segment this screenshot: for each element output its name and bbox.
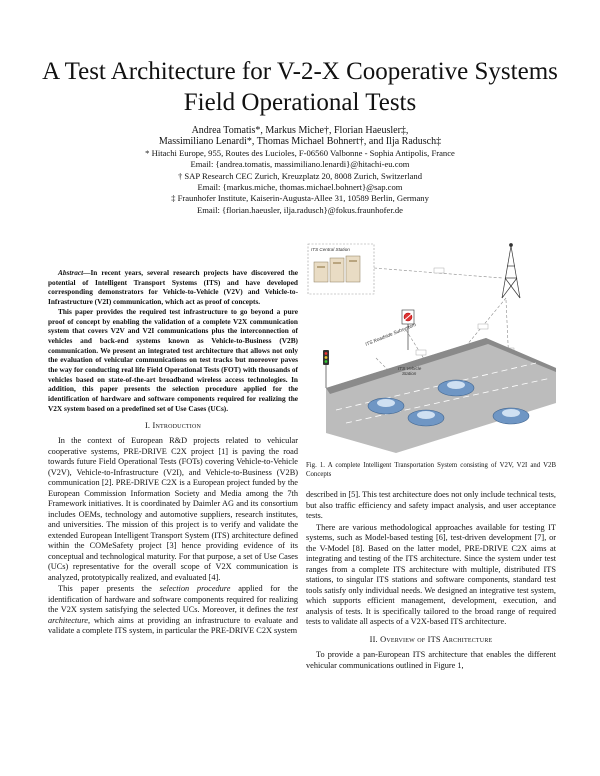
paper-title: A Test Architecture for V-2-X Cooperativ… [30,56,570,118]
overview-body: To provide a pan-European ITS architectu… [306,650,556,671]
intro-paragraph-2: This paper presents the selection proced… [48,584,298,637]
affiliation-fraunhofer: ‡ Fraunhofer Institute, Kaiserin-Augusta… [171,193,429,204]
vehicle-label-line-1: ITS Vehicle [398,366,422,371]
intro-p2-text-a: This paper presents the [58,584,160,594]
intro-p2-text-e: , which aims at providing an infrastruct… [48,615,298,636]
traffic-light-icon [323,350,329,388]
intro-p2-emphasis-architecture: test architecture [48,605,298,625]
author-block: Andrea Tomatis*, Markus Miche†, Florian … [40,125,560,216]
figure-caption: Fig. 1. A complete Intelligent Transport… [306,462,556,478]
left-column: Abstract—In recent years, several resear… [48,268,298,637]
email-sap: Email: {markus.miche, thomas.michael.boh… [197,182,403,193]
author-line-1: Andrea Tomatis*, Markus Miche†, Florian … [191,125,409,136]
intro-p2-emphasis-selection: selection procedure [159,584,231,594]
section-heading-introduction: I. Introduction [144,420,202,430]
abstract-lead: Abstract [58,268,84,277]
affiliation-sap: † SAP Research CEC Zurich, Kreuzplatz 20… [177,170,423,181]
central-station-label: ITS Central Station [311,247,350,252]
right-paragraph-2: There are various methodological approac… [306,522,556,627]
overview-paragraph-1: To provide a pan-European ITS architectu… [306,650,556,670]
right-paragraph-1: described in [5]. This test architecture… [306,490,556,520]
intro-paragraph-1: In the context of European R&D projects … [48,436,298,582]
vehicle-label-line-2: Station [402,371,417,376]
email-fraunhofer: Email: {florian.haeusler, ilja.radusch}@… [196,204,403,215]
central-station-box [307,243,375,295]
section-heading-overview: II. Overview of ITS Architecture [369,634,493,644]
roadside-unit [401,309,415,350]
figure-its-system: ITS Central Station [306,238,556,458]
introduction-body: In the context of European R&D projects … [48,436,298,637]
radio-tower-icon [501,243,521,299]
title-line-2: Field Operational Tests [183,89,417,116]
server-icon [313,255,361,283]
intro-p2-text-c: applied for the identification of hardwa… [48,584,298,615]
abstract-paragraph-1: —In recent years, several research proje… [48,268,298,307]
abstract-paragraph-2: This paper provides the required test in… [48,306,298,413]
right-column: described in [5]. This test architecture… [306,490,556,671]
right-column-body: described in [5]. This test architecture… [306,490,556,628]
abstract: Abstract—In recent years, several resear… [48,268,298,414]
vehicle-cars [367,379,530,427]
title-line-1: A Test Architecture for V-2-X Cooperativ… [42,58,558,85]
affiliation-hitachi: * Hitachi Europe, 955, Routes des Luciol… [145,147,455,158]
figure-illustration: ITS Central Station [307,243,556,453]
author-line-2: Massimiliano Lenardi*, Thomas Michael Bo… [158,136,442,148]
email-hitachi: Email: {andrea.tomatis, massimiliano.len… [190,159,410,170]
highway-road [326,338,556,453]
